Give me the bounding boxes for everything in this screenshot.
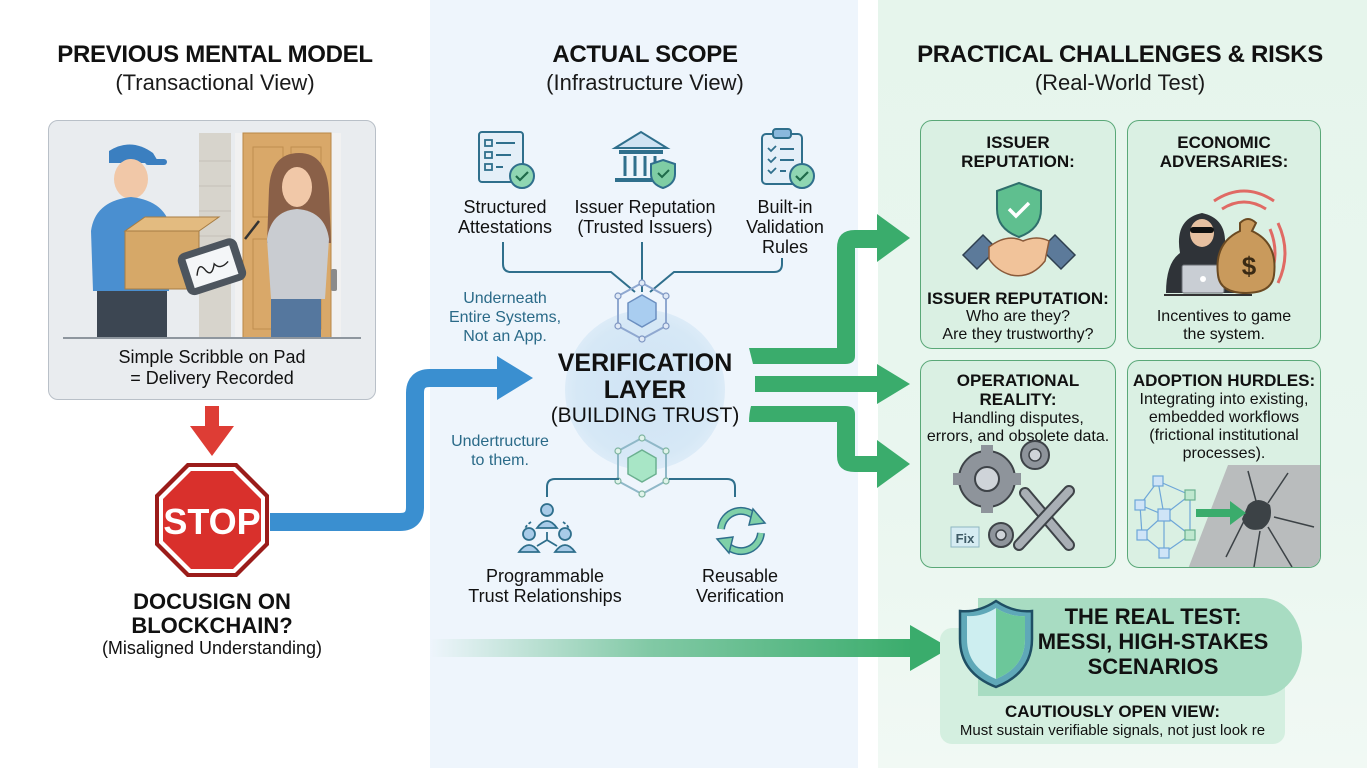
question-line-2: BLOCKCHAIN? xyxy=(131,613,293,638)
handshake-shield-icon xyxy=(961,181,1077,277)
left-column-subtitle: (Transactional View) xyxy=(115,70,315,95)
red-down-arrow-icon xyxy=(190,406,234,456)
real-test-text: Must sustain verifiable signals, not jus… xyxy=(959,722,1266,739)
right-column-title: PRACTICAL CHALLENGES & RISKS xyxy=(917,41,1323,68)
shield-icon xyxy=(958,599,1034,689)
feature-line: Programmable xyxy=(485,566,605,586)
hacker-money-bag-icon: $ xyxy=(1164,189,1287,296)
card-title: ECONOMIC ADVERSARIES: xyxy=(1128,133,1320,171)
feature-line: Rules xyxy=(761,237,809,257)
card-text-line: embedded workflows xyxy=(1148,409,1300,426)
caption-line-1: Simple Scribble on Pad xyxy=(118,347,306,367)
note-line: Entire Systems, xyxy=(448,309,562,326)
real-test-subtitle: CAUTIOUSLY OPEN VIEW: xyxy=(1004,702,1221,721)
card-title-line: ADVERSARIES: xyxy=(1159,152,1289,171)
note-line: Not an App. xyxy=(463,328,547,345)
card-text-line: errors, and obsolete data. xyxy=(926,428,1110,445)
feature-line: Attestations xyxy=(457,217,553,237)
card-text: Incentives to game the system. xyxy=(1128,308,1320,344)
stop-sign-text: STOP xyxy=(163,501,260,542)
feature-line: Issuer Reputation xyxy=(574,197,716,217)
checklist-document-icon xyxy=(478,131,535,189)
note-line: Undertructure xyxy=(451,433,549,450)
card-subtitle: ISSUER REPUTATION: xyxy=(927,289,1109,308)
feature-line: Structured xyxy=(463,197,547,217)
card-text-line: the system. xyxy=(1183,326,1265,343)
card-text-line: Integrating into existing, xyxy=(1139,391,1309,408)
clipboard-check-icon xyxy=(761,128,815,189)
blockchain-cube-icon xyxy=(614,279,670,343)
card-operational-reality: OPERATIONAL REALITY: Handling disputes, … xyxy=(920,360,1116,568)
card-title: OPERATIONAL REALITY: xyxy=(956,371,1080,409)
caption-line-2: = Delivery Recorded xyxy=(130,368,294,388)
bottom-green-arrow xyxy=(430,625,950,671)
card-title: ADOPTION HURDLES: xyxy=(1132,371,1316,390)
feature-validation-rules: Built-in Validation Rules xyxy=(735,197,835,257)
bottom-connector-lines xyxy=(546,478,736,497)
real-test-title-line: MESSI, HIGH-STAKES xyxy=(1037,629,1269,654)
delivery-signature-illustration xyxy=(91,132,341,339)
card-text-line: processes). xyxy=(1182,445,1266,462)
feature-line: Trust Relationships xyxy=(468,586,622,606)
real-test-title: THE REAL TEST: MESSI, HIGH-STAKES SCENAR… xyxy=(1018,604,1288,679)
real-test-callout: THE REAL TEST: MESSI, HIGH-STAKES SCENAR… xyxy=(918,598,1302,744)
verification-layer-title: VERIFICATION LAYER xyxy=(530,350,760,404)
card-title-line: REPUTATION: xyxy=(961,152,1075,171)
card-text-line: Incentives to game xyxy=(1156,308,1292,325)
card-text: Handling disputes, errors, and obsolete … xyxy=(921,410,1115,446)
core-title-line: LAYER xyxy=(603,376,687,404)
card-text-line: Who are they? xyxy=(965,308,1071,325)
feature-line: Reusable xyxy=(701,566,779,586)
feature-line: Validation xyxy=(746,217,824,237)
real-test-title-line: THE REAL TEST: xyxy=(1064,604,1242,629)
card-text: Who are they? Are they trustworthy? xyxy=(921,308,1115,344)
note-line: to them. xyxy=(471,452,529,469)
card-adoption-hurdles: ADOPTION HURDLES: Integrating into exist… xyxy=(1127,360,1321,568)
feature-programmable-trust: Programmable Trust Relationships xyxy=(455,566,635,606)
feature-structured-attestations: Structured Attestations xyxy=(450,197,560,237)
card-title-line: ECONOMIC xyxy=(1177,133,1271,152)
bank-shield-icon xyxy=(611,130,676,190)
card-issuer-reputation: ISSUER REPUTATION: ISSUER REPUTATION: Wh… xyxy=(920,120,1116,349)
left-column-title: PREVIOUS MENTAL MODEL xyxy=(57,41,373,68)
verification-layer-subtitle: (BUILDING TRUST) xyxy=(550,404,740,427)
misaligned-note: (Misaligned Understanding) xyxy=(101,638,323,658)
card-economic-adversaries: ECONOMIC ADVERSARIES: $ Incentives to ga… xyxy=(1127,120,1321,349)
note-line: Underneath xyxy=(463,290,547,307)
svg-text:$: $ xyxy=(1242,251,1257,281)
card-text: Integrating into existing, embedded work… xyxy=(1128,391,1320,463)
infrastructure-note-top: Underneath Entire Systems, Not an App. xyxy=(440,289,570,346)
stop-sign-icon: STOP xyxy=(155,463,269,577)
docusign-question: DOCUSIGN ON BLOCKCHAIN? xyxy=(0,590,424,638)
card-title: ISSUER REPUTATION: xyxy=(921,133,1115,171)
people-network-icon xyxy=(517,503,577,553)
illustration-floor-line xyxy=(63,337,361,339)
middle-column-title: ACTUAL SCOPE xyxy=(552,41,738,68)
feature-line: Built-in xyxy=(757,197,813,217)
feature-line: Verification xyxy=(695,586,785,606)
delivery-illustration-card: Simple Scribble on Pad = Delivery Record… xyxy=(48,120,376,400)
blockchain-cube-green-icon xyxy=(614,434,670,498)
feature-issuer-reputation: Issuer Reputation (Trusted Issuers) xyxy=(565,197,725,237)
core-title-line: VERIFICATION xyxy=(557,349,733,377)
gears-wrench-icon: Fix xyxy=(950,440,1075,551)
question-line-1: DOCUSIGN ON xyxy=(133,589,291,614)
card-text-line: Handling disputes, xyxy=(952,410,1084,427)
green-branch-arrows xyxy=(749,214,910,488)
illustration-caption: Simple Scribble on Pad = Delivery Record… xyxy=(49,347,375,389)
real-test-title-line: SCENARIOS xyxy=(1087,654,1219,679)
fix-label: Fix xyxy=(956,531,976,546)
infrastructure-note-bottom: Undertructure to them. xyxy=(440,432,560,470)
feature-line: (Trusted Issuers) xyxy=(577,217,713,237)
refresh-cycle-icon xyxy=(715,506,767,556)
network-cracked-wall-icon xyxy=(1134,465,1320,567)
right-column-subtitle: (Real-World Test) xyxy=(1034,70,1206,95)
card-text-line: (frictional institutional xyxy=(1149,427,1299,444)
blue-flow-arrow xyxy=(270,356,533,531)
middle-column-subtitle: (Infrastructure View) xyxy=(546,70,744,95)
card-title-line: ISSUER xyxy=(986,133,1050,152)
card-text-line: Are they trustworthy? xyxy=(942,326,1094,343)
feature-reusable-verification: Reusable Verification xyxy=(680,566,800,606)
